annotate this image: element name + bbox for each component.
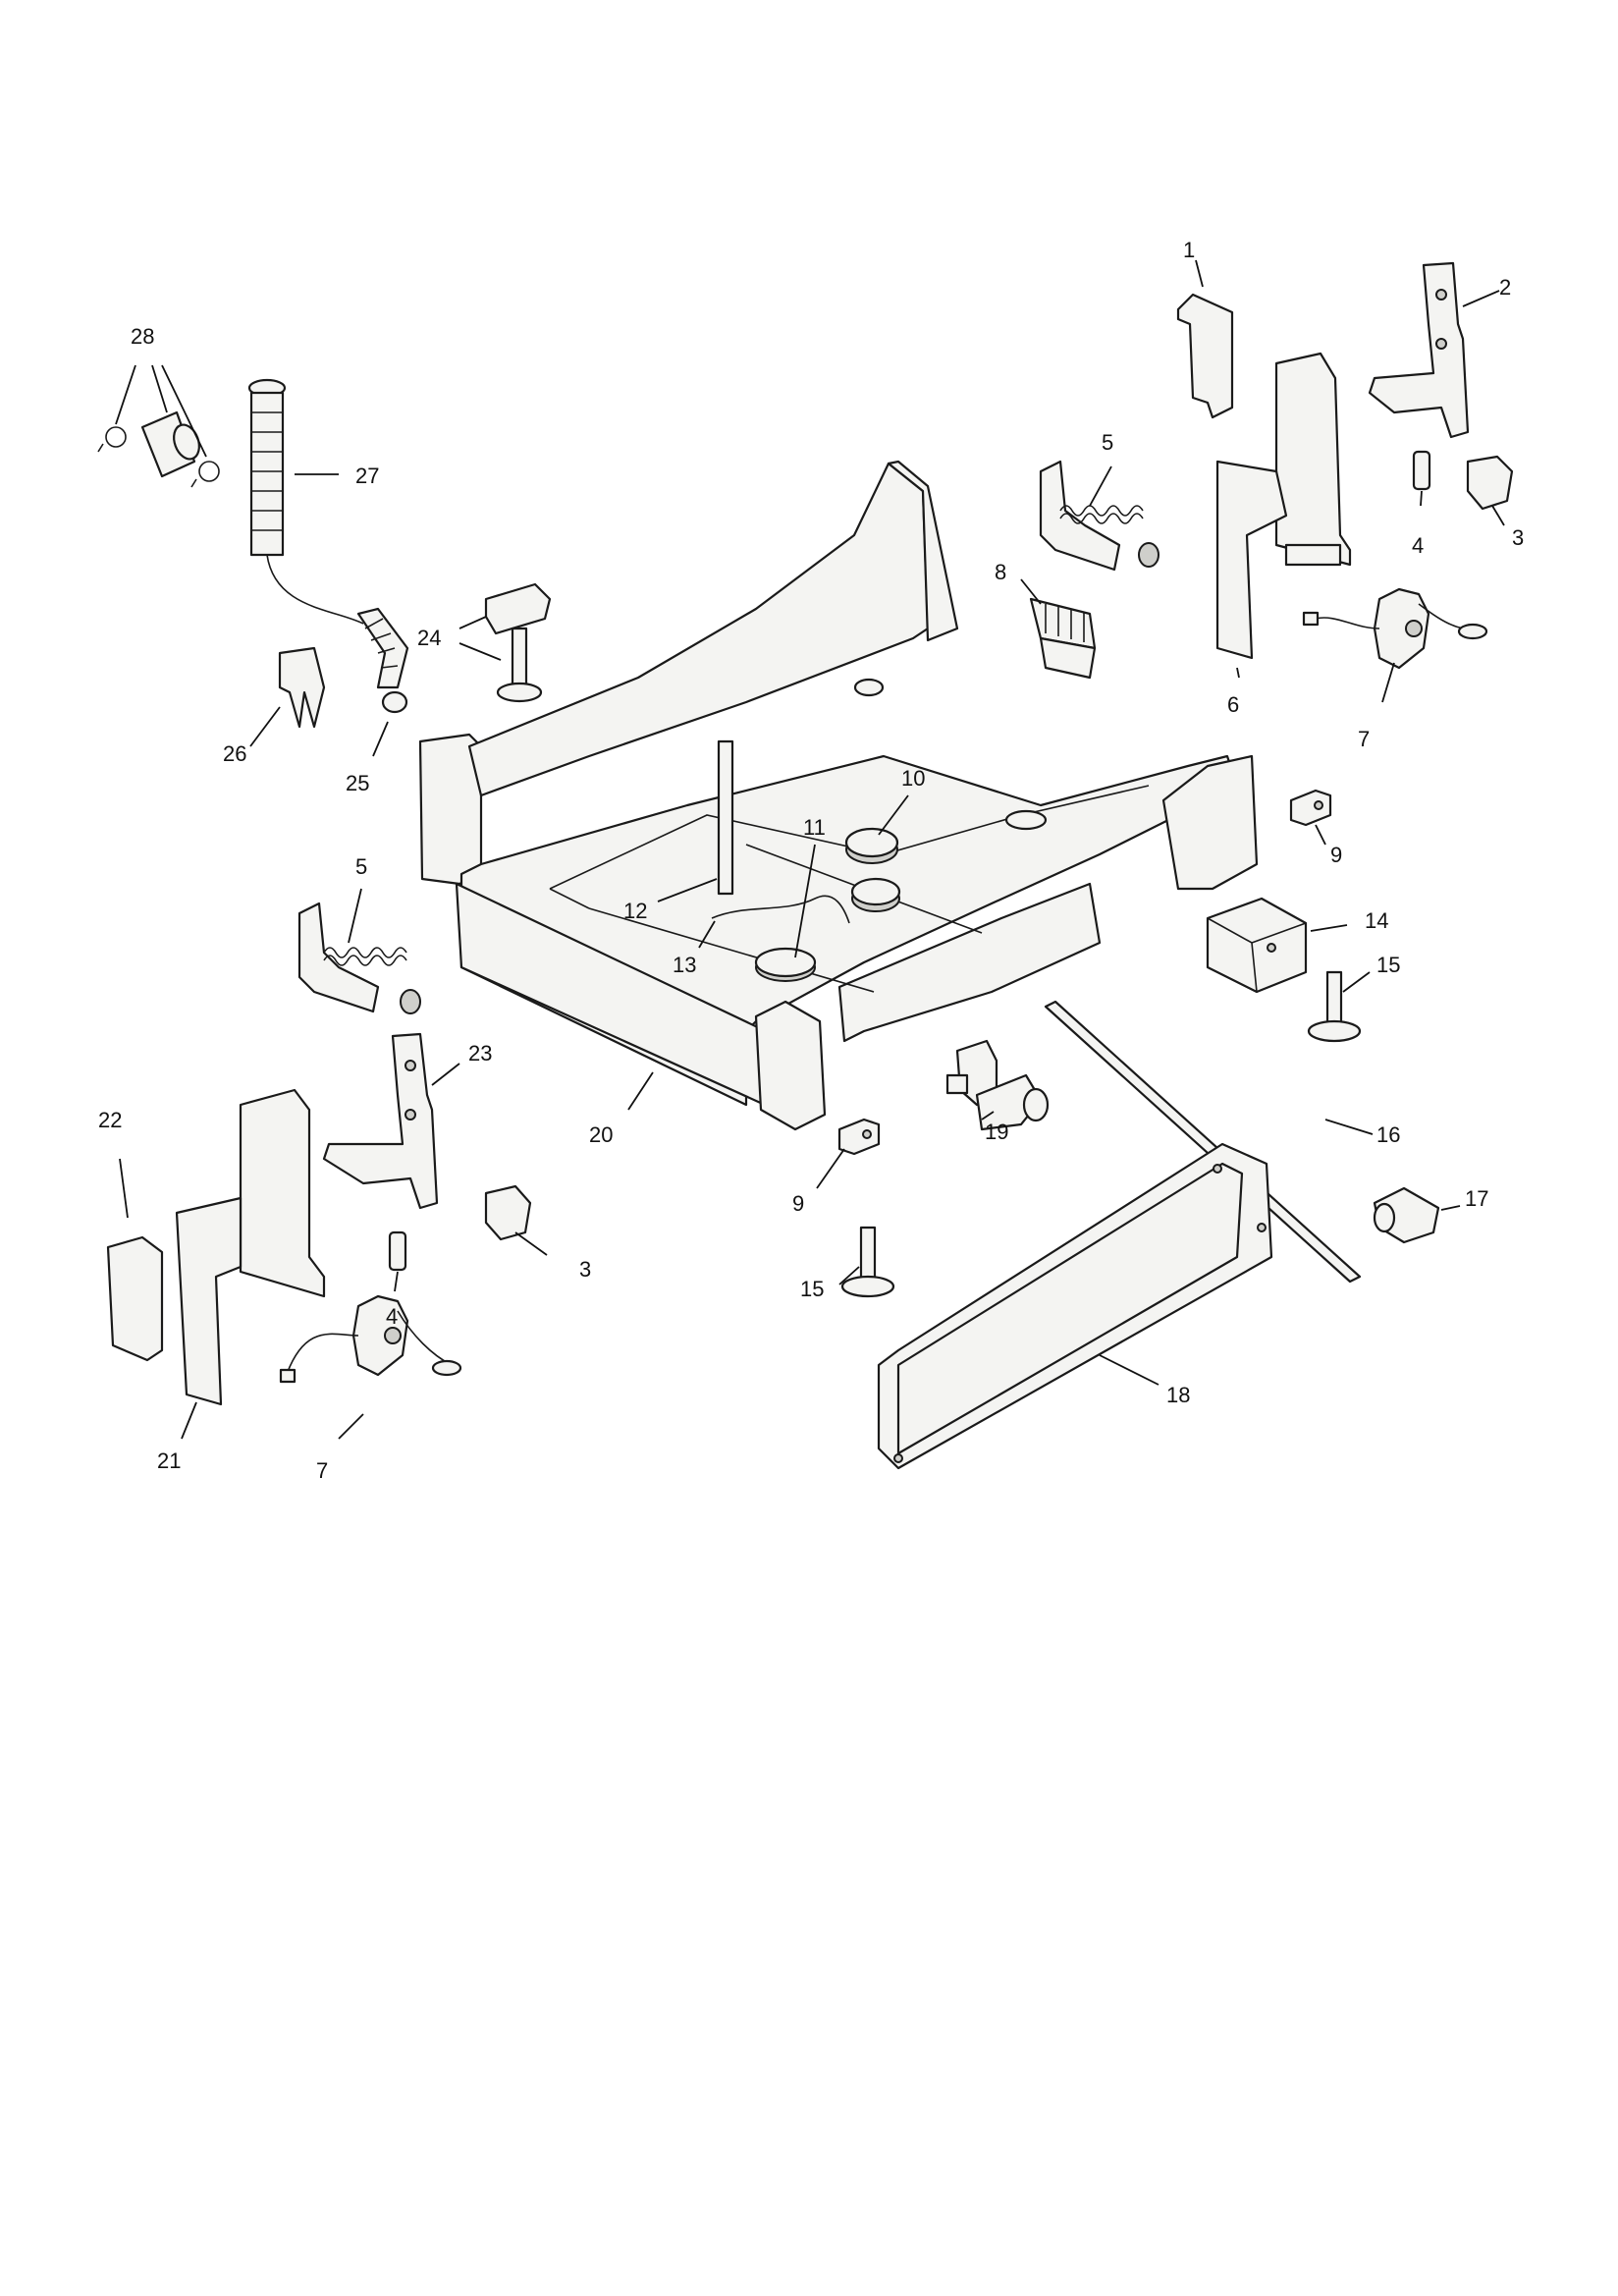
part-28-sleeve-clips — [97, 410, 220, 488]
part-19-valve — [945, 1039, 1050, 1131]
part-24-fastener — [484, 582, 552, 703]
part-14-box — [1206, 897, 1308, 994]
part-9-bracket-left — [837, 1118, 881, 1156]
part-9-bracket-right — [1289, 789, 1332, 827]
callout-13: 13 — [673, 953, 696, 977]
callout-15: 15 — [1376, 953, 1400, 977]
callout-12: 12 — [623, 899, 647, 923]
callout-11: 11 — [803, 815, 826, 840]
base-frame — [418, 460, 1259, 1131]
callout-23: 23 — [468, 1041, 492, 1066]
part-23-hinge-bracket — [322, 1032, 439, 1210]
part-7-switch-right — [1302, 587, 1488, 670]
callout-3: 3 — [1512, 525, 1524, 550]
callout-17: 17 — [1465, 1186, 1488, 1211]
callout-5: 5 — [355, 854, 367, 879]
callout-9: 9 — [1330, 843, 1342, 867]
part-15-foot-right — [1307, 970, 1362, 1043]
part-6-hinge-plate — [1215, 352, 1352, 660]
part-26-clamp — [278, 646, 326, 729]
part-25-ring — [381, 690, 408, 714]
part-7-switch-left — [279, 1294, 462, 1384]
callout-22: 22 — [98, 1108, 122, 1132]
part-5-spring-lower — [297, 902, 421, 1014]
part-4-fitting-right — [1412, 450, 1431, 491]
callout-3: 3 — [579, 1257, 591, 1282]
callout-16: 16 — [1376, 1122, 1400, 1147]
part-27-hose — [247, 378, 409, 689]
callout-25: 25 — [346, 771, 369, 795]
callout-7: 7 — [316, 1458, 328, 1483]
callout-26: 26 — [223, 741, 246, 766]
part-4-fitting-left — [388, 1230, 407, 1272]
callout-1: 1 — [1183, 238, 1195, 262]
callout-27: 27 — [355, 464, 379, 488]
callout-labels: 1 2 3 3 4 4 5 5 6 7 7 8 9 9 10 11 12 13 … — [98, 238, 1524, 1483]
callout-4: 4 — [386, 1304, 398, 1329]
callout-10: 10 — [901, 766, 925, 791]
leader-lines — [115, 259, 1505, 1440]
callout-7: 7 — [1358, 727, 1370, 751]
callout-14: 14 — [1365, 908, 1388, 933]
callout-20: 20 — [589, 1122, 613, 1147]
callout-5: 5 — [1102, 430, 1113, 455]
callout-4: 4 — [1412, 533, 1424, 558]
callout-9: 9 — [792, 1191, 804, 1216]
part-2-hinge-bracket — [1368, 261, 1470, 439]
part-1-bracket — [1176, 293, 1234, 419]
callout-6: 6 — [1227, 692, 1239, 717]
part-5-spring-upper — [1039, 460, 1160, 572]
callout-18: 18 — [1166, 1383, 1190, 1407]
callout-19: 19 — [985, 1120, 1008, 1144]
callout-15: 15 — [800, 1277, 824, 1301]
callout-8: 8 — [995, 560, 1006, 584]
part-21-hinge-plate — [175, 1088, 326, 1406]
part-15-foot-left — [840, 1226, 895, 1298]
part-22-bracket — [106, 1235, 164, 1362]
part-3-clip-left — [484, 1184, 532, 1241]
callout-2: 2 — [1499, 275, 1511, 300]
callout-28: 28 — [131, 324, 154, 349]
part-8-terminal-block — [1029, 597, 1097, 680]
part-18-kick-plate — [877, 1142, 1273, 1470]
part-17-cap — [1373, 1186, 1440, 1244]
callout-24: 24 — [417, 626, 441, 650]
callout-21: 21 — [157, 1449, 181, 1473]
part-3-clip-right — [1466, 455, 1514, 511]
